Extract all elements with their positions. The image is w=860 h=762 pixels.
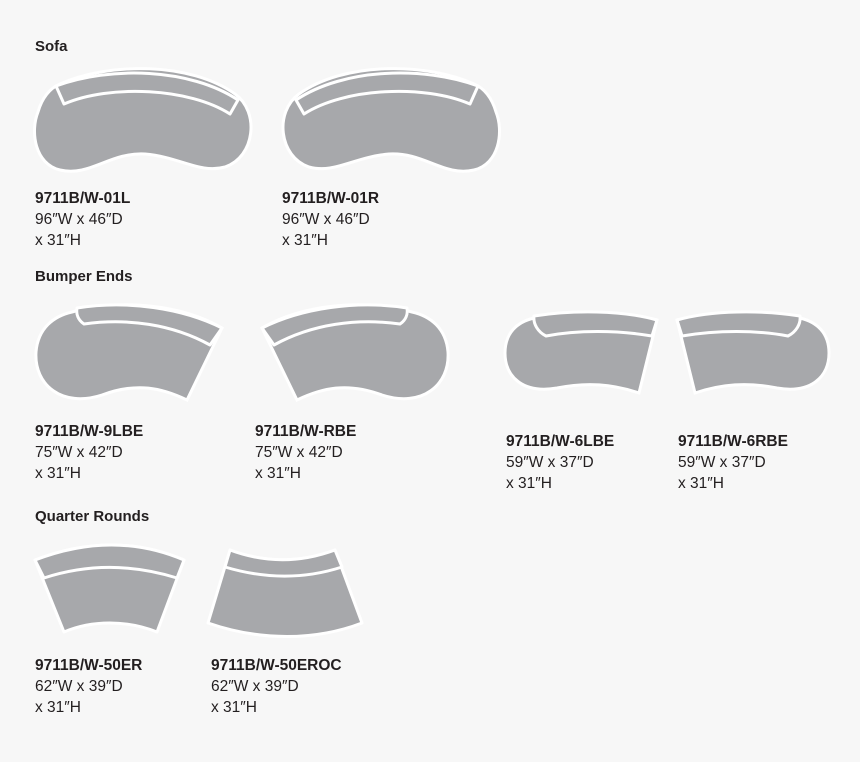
quarter-round-diagram bbox=[33, 543, 186, 634]
product-code: 9711B/W-RBE bbox=[255, 423, 357, 440]
product-height: x 31″H bbox=[255, 465, 301, 482]
product-label: 9711B/W-6RBE 59″W x 37″D x 31″H bbox=[678, 431, 788, 494]
product-code: 9711B/W-6RBE bbox=[678, 433, 788, 450]
product-code: 9711B/W-01L bbox=[35, 190, 131, 207]
section-heading-bumper-ends: Bumper Ends bbox=[35, 268, 133, 285]
product-label: 9711B/W-01R 96″W x 46″D x 31″H bbox=[282, 188, 379, 251]
product-label: 9711B/W-50EROC 62″W x 39″D x 31″H bbox=[211, 655, 342, 718]
product-label: 9711B/W-50ER 62″W x 39″D x 31″H bbox=[35, 655, 142, 718]
bumper-right-small-diagram bbox=[675, 310, 831, 395]
section-heading-sofa: Sofa bbox=[35, 38, 68, 55]
product-code: 9711B/W-50EROC bbox=[211, 657, 342, 674]
sofa-left-diagram bbox=[33, 67, 253, 173]
product-height: x 31″H bbox=[35, 232, 81, 249]
product-height: x 31″H bbox=[35, 699, 81, 716]
product-code: 9711B/W-50ER bbox=[35, 657, 143, 674]
product-height: x 31″H bbox=[506, 475, 552, 492]
product-dimensions: 75″W x 42″D bbox=[255, 444, 343, 461]
product-label: 9711B/W-9LBE 75″W x 42″D x 31″H bbox=[35, 421, 143, 484]
product-height: x 31″H bbox=[678, 475, 724, 492]
product-code: 9711B/W-01R bbox=[282, 190, 380, 207]
quarter-round-inverted-diagram bbox=[206, 548, 364, 638]
product-dimensions: 75″W x 42″D bbox=[35, 444, 123, 461]
product-height: x 31″H bbox=[282, 232, 328, 249]
product-code: 9711B/W-6LBE bbox=[506, 433, 615, 450]
product-dimensions: 96″W x 46″D bbox=[282, 211, 370, 228]
product-dimensions: 96″W x 46″D bbox=[35, 211, 123, 228]
product-label: 9711B/W-01L 96″W x 46″D x 31″H bbox=[35, 188, 130, 251]
product-height: x 31″H bbox=[211, 699, 257, 716]
section-heading-quarter-rounds: Quarter Rounds bbox=[35, 508, 150, 525]
product-label: 9711B/W-6LBE 59″W x 37″D x 31″H bbox=[506, 431, 614, 494]
bumper-left-small-diagram bbox=[503, 310, 659, 395]
product-dimensions: 59″W x 37″D bbox=[678, 454, 766, 471]
product-height: x 31″H bbox=[35, 465, 81, 482]
product-dimensions: 62″W x 39″D bbox=[35, 678, 123, 695]
product-dimensions: 62″W x 39″D bbox=[211, 678, 299, 695]
product-label: 9711B/W-RBE 75″W x 42″D x 31″H bbox=[255, 421, 356, 484]
bumper-right-large-diagram bbox=[260, 303, 450, 402]
product-dimensions: 59″W x 37″D bbox=[506, 454, 594, 471]
bumper-left-large-diagram bbox=[34, 303, 224, 402]
product-code: 9711B/W-9LBE bbox=[35, 423, 144, 440]
sofa-right-diagram bbox=[281, 67, 501, 173]
